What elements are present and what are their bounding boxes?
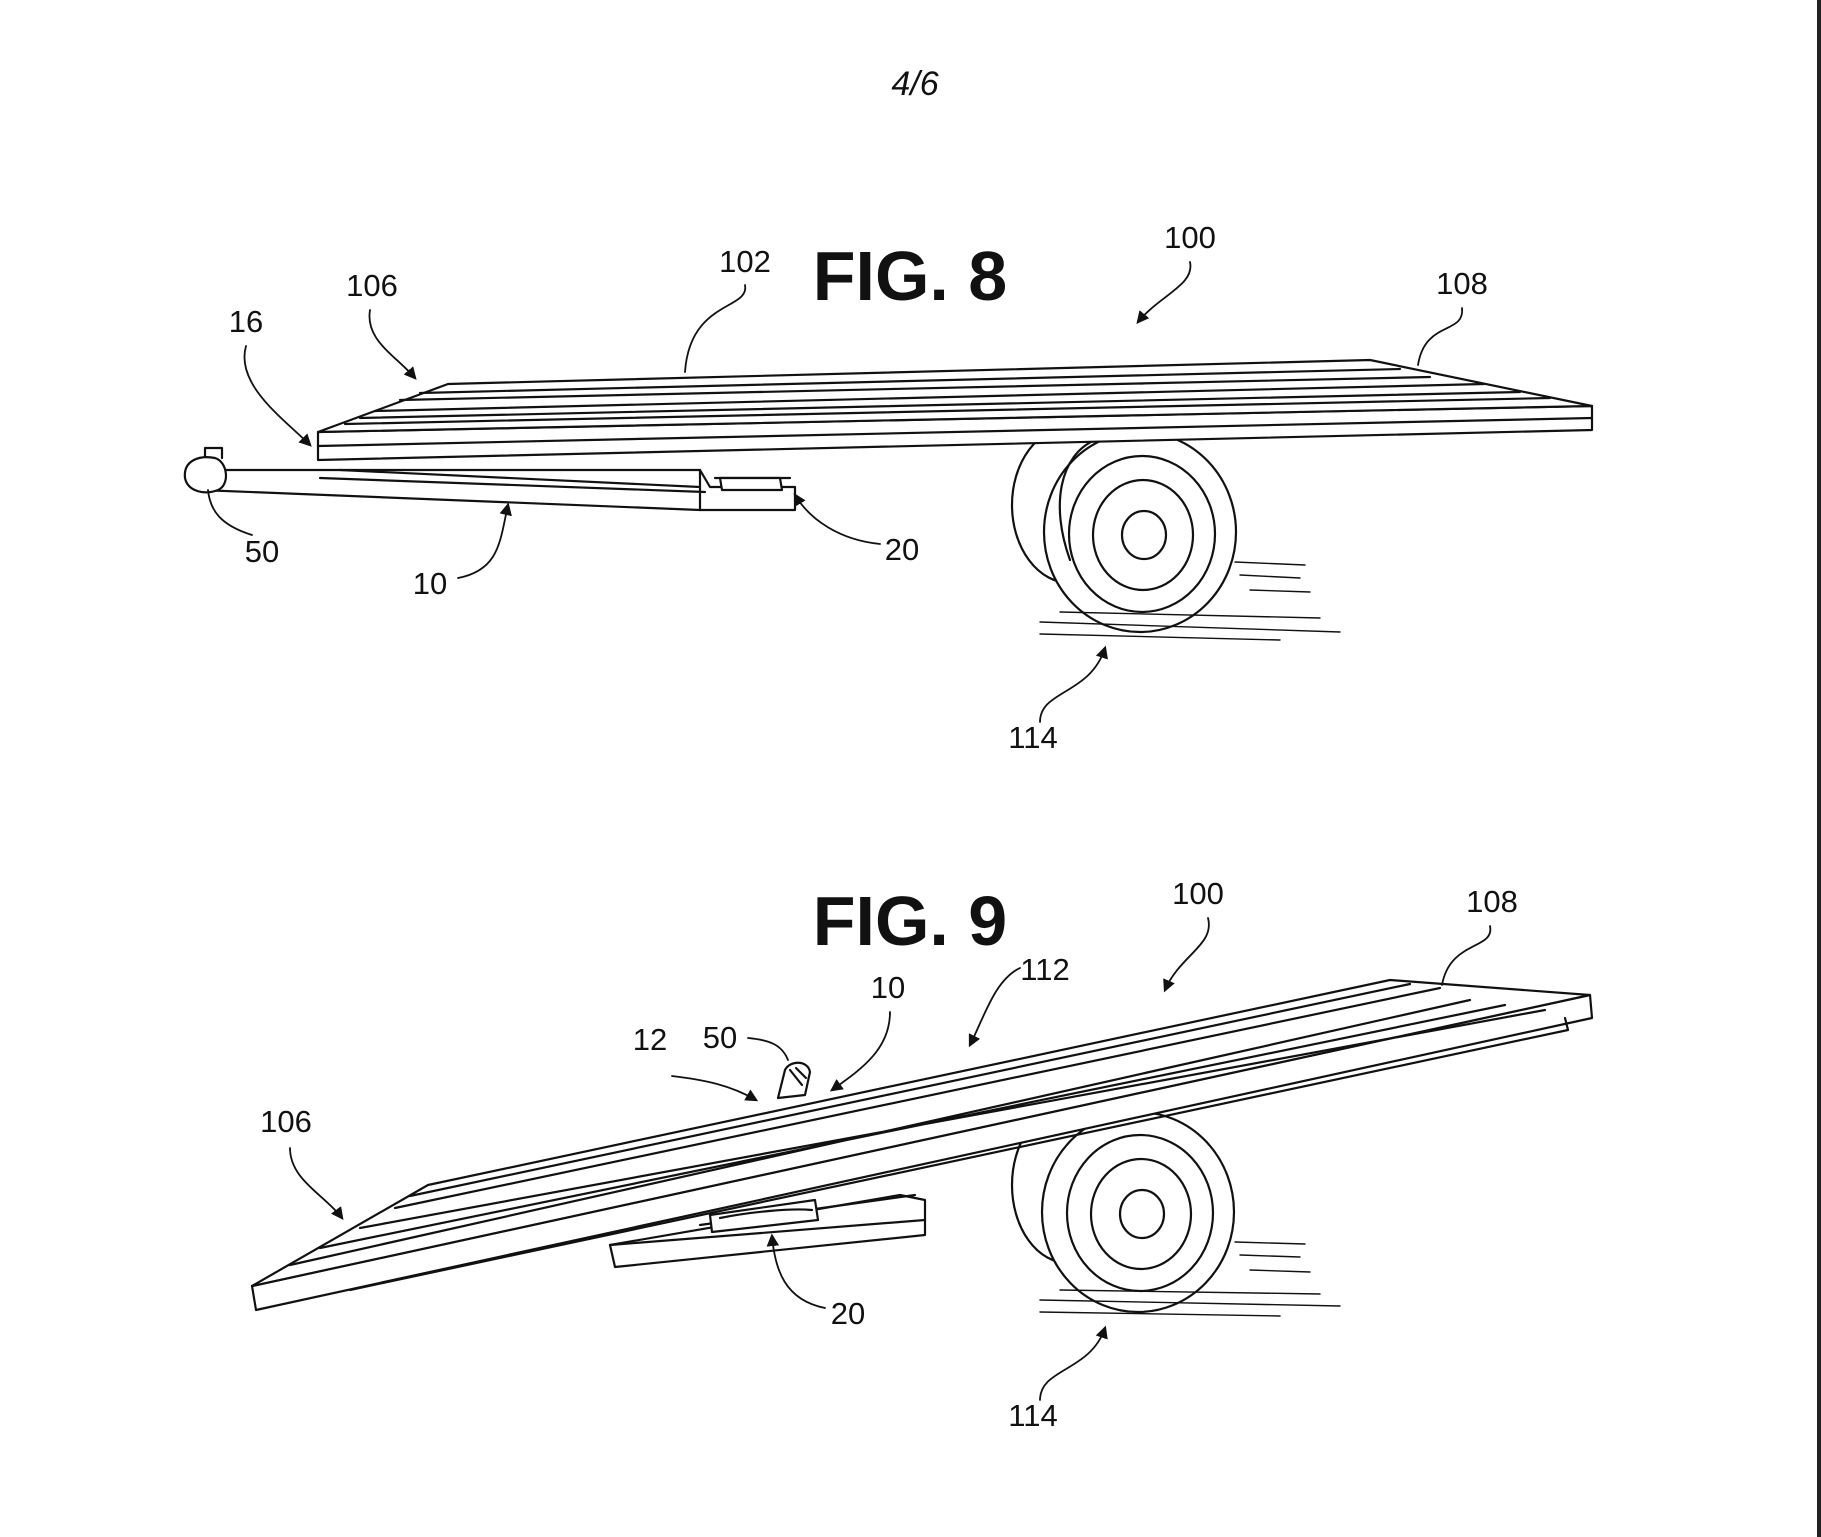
fig9-label-108: 108	[1466, 884, 1518, 919]
fig8-label-106: 106	[346, 268, 398, 303]
fig8-wheel-assembly	[1010, 425, 1341, 641]
fig8-hitch-frame	[183, 446, 797, 512]
fig9-label-114: 114	[1008, 1398, 1057, 1433]
fig9-label-50: 50	[703, 1020, 737, 1055]
fig9-label-112: 112	[1020, 952, 1069, 987]
fig9-label-106: 106	[260, 1104, 312, 1139]
fig8-label-16: 16	[229, 304, 263, 339]
figure-9-title: FIG. 9	[813, 882, 1007, 960]
fig9-label-10: 10	[871, 970, 905, 1005]
fig8-label-100: 100	[1164, 220, 1216, 255]
fig8-label-108: 108	[1436, 266, 1488, 301]
fig8-label-102: 102	[719, 244, 771, 279]
fig8-label-10: 10	[413, 566, 447, 601]
fig8-label-50: 50	[245, 534, 279, 569]
figure-9: FIG. 9 100	[250, 876, 1594, 1433]
fig8-reference-labels: 100 102 106 108 16 50 10 20 114	[207, 220, 1488, 755]
sheet-number: 4/6	[891, 65, 938, 103]
fig9-label-20: 20	[831, 1296, 865, 1331]
fig9-trailer-deck	[250, 978, 1594, 1312]
right-edge-border	[1817, 0, 1821, 1537]
figure-8: FIG. 8 100	[183, 220, 1594, 755]
fig8-label-114: 114	[1008, 720, 1057, 755]
fig9-hitch-frame	[608, 1193, 927, 1269]
fig8-trailer-deck	[316, 358, 1594, 462]
fig9-label-100: 100	[1172, 876, 1224, 911]
figure-8-title: FIG. 8	[813, 237, 1007, 315]
fig8-label-20: 20	[885, 532, 919, 567]
fig9-reference-labels: 100 108 112 10 12 50 106 20 114	[260, 876, 1518, 1433]
fig9-label-12: 12	[633, 1022, 667, 1057]
fig9-wheel-assembly	[1010, 1105, 1341, 1317]
